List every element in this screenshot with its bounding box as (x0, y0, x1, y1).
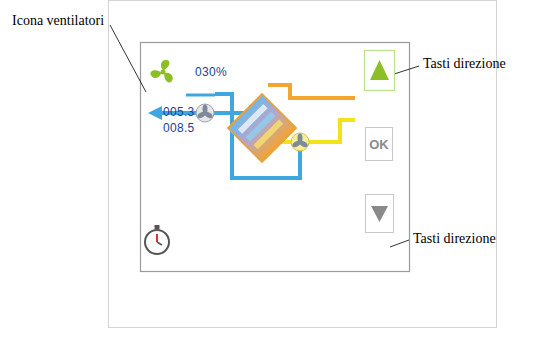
leader-line (390, 240, 409, 247)
up-button (365, 51, 395, 91)
heat-exchanger (228, 94, 296, 162)
fan-icon (149, 60, 174, 84)
down-arrow (371, 206, 388, 222)
blue-duct (160, 94, 300, 178)
leader-line (110, 25, 146, 92)
reading-value: 008.5 (163, 122, 195, 135)
callout-label: Tasti direzione (423, 56, 506, 71)
supply-fan (291, 133, 309, 151)
down-button (366, 195, 394, 233)
ok-button: OK (365, 127, 393, 161)
reading-value: 005.3 (163, 106, 195, 119)
fan-speed-value: 030% (195, 66, 227, 79)
screen-frame (141, 43, 410, 272)
callout-label: Icona ventilatori (12, 13, 104, 28)
outer-frame (109, 1, 497, 328)
outflow-arrow (148, 106, 162, 120)
blue-duct (186, 94, 215, 97)
up-arrow (370, 60, 389, 80)
timer-icon (145, 225, 169, 254)
extract-fan (196, 104, 214, 122)
button-label: OK (369, 137, 389, 152)
callout-label: Tasti direzione (413, 231, 496, 246)
